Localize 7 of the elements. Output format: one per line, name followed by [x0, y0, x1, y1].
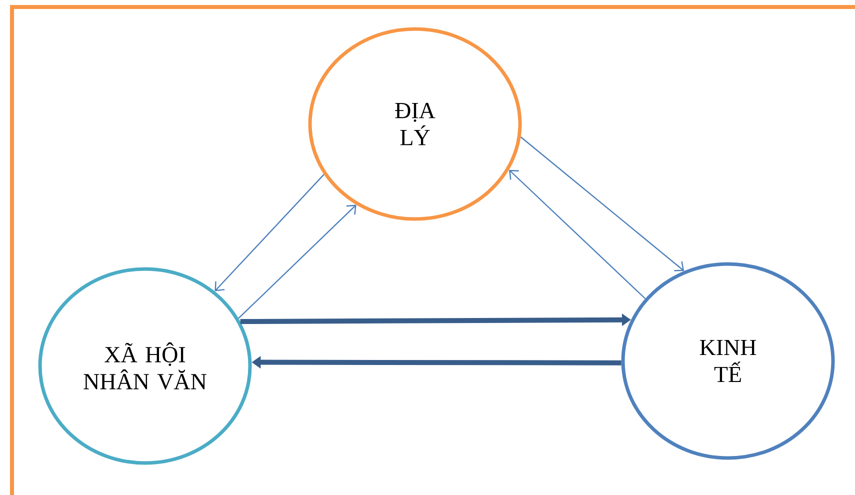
- ellipse-node: XÃ HỘI NHÂN VĂN: [38, 267, 252, 465]
- ellipse-node: KINH TẾ: [621, 262, 835, 460]
- arrow: [238, 204, 356, 319]
- arrow: [520, 136, 684, 272]
- arrow: [214, 174, 324, 292]
- ellipse-node: ĐỊA LÝ: [308, 27, 522, 221]
- arrow: [509, 170, 646, 300]
